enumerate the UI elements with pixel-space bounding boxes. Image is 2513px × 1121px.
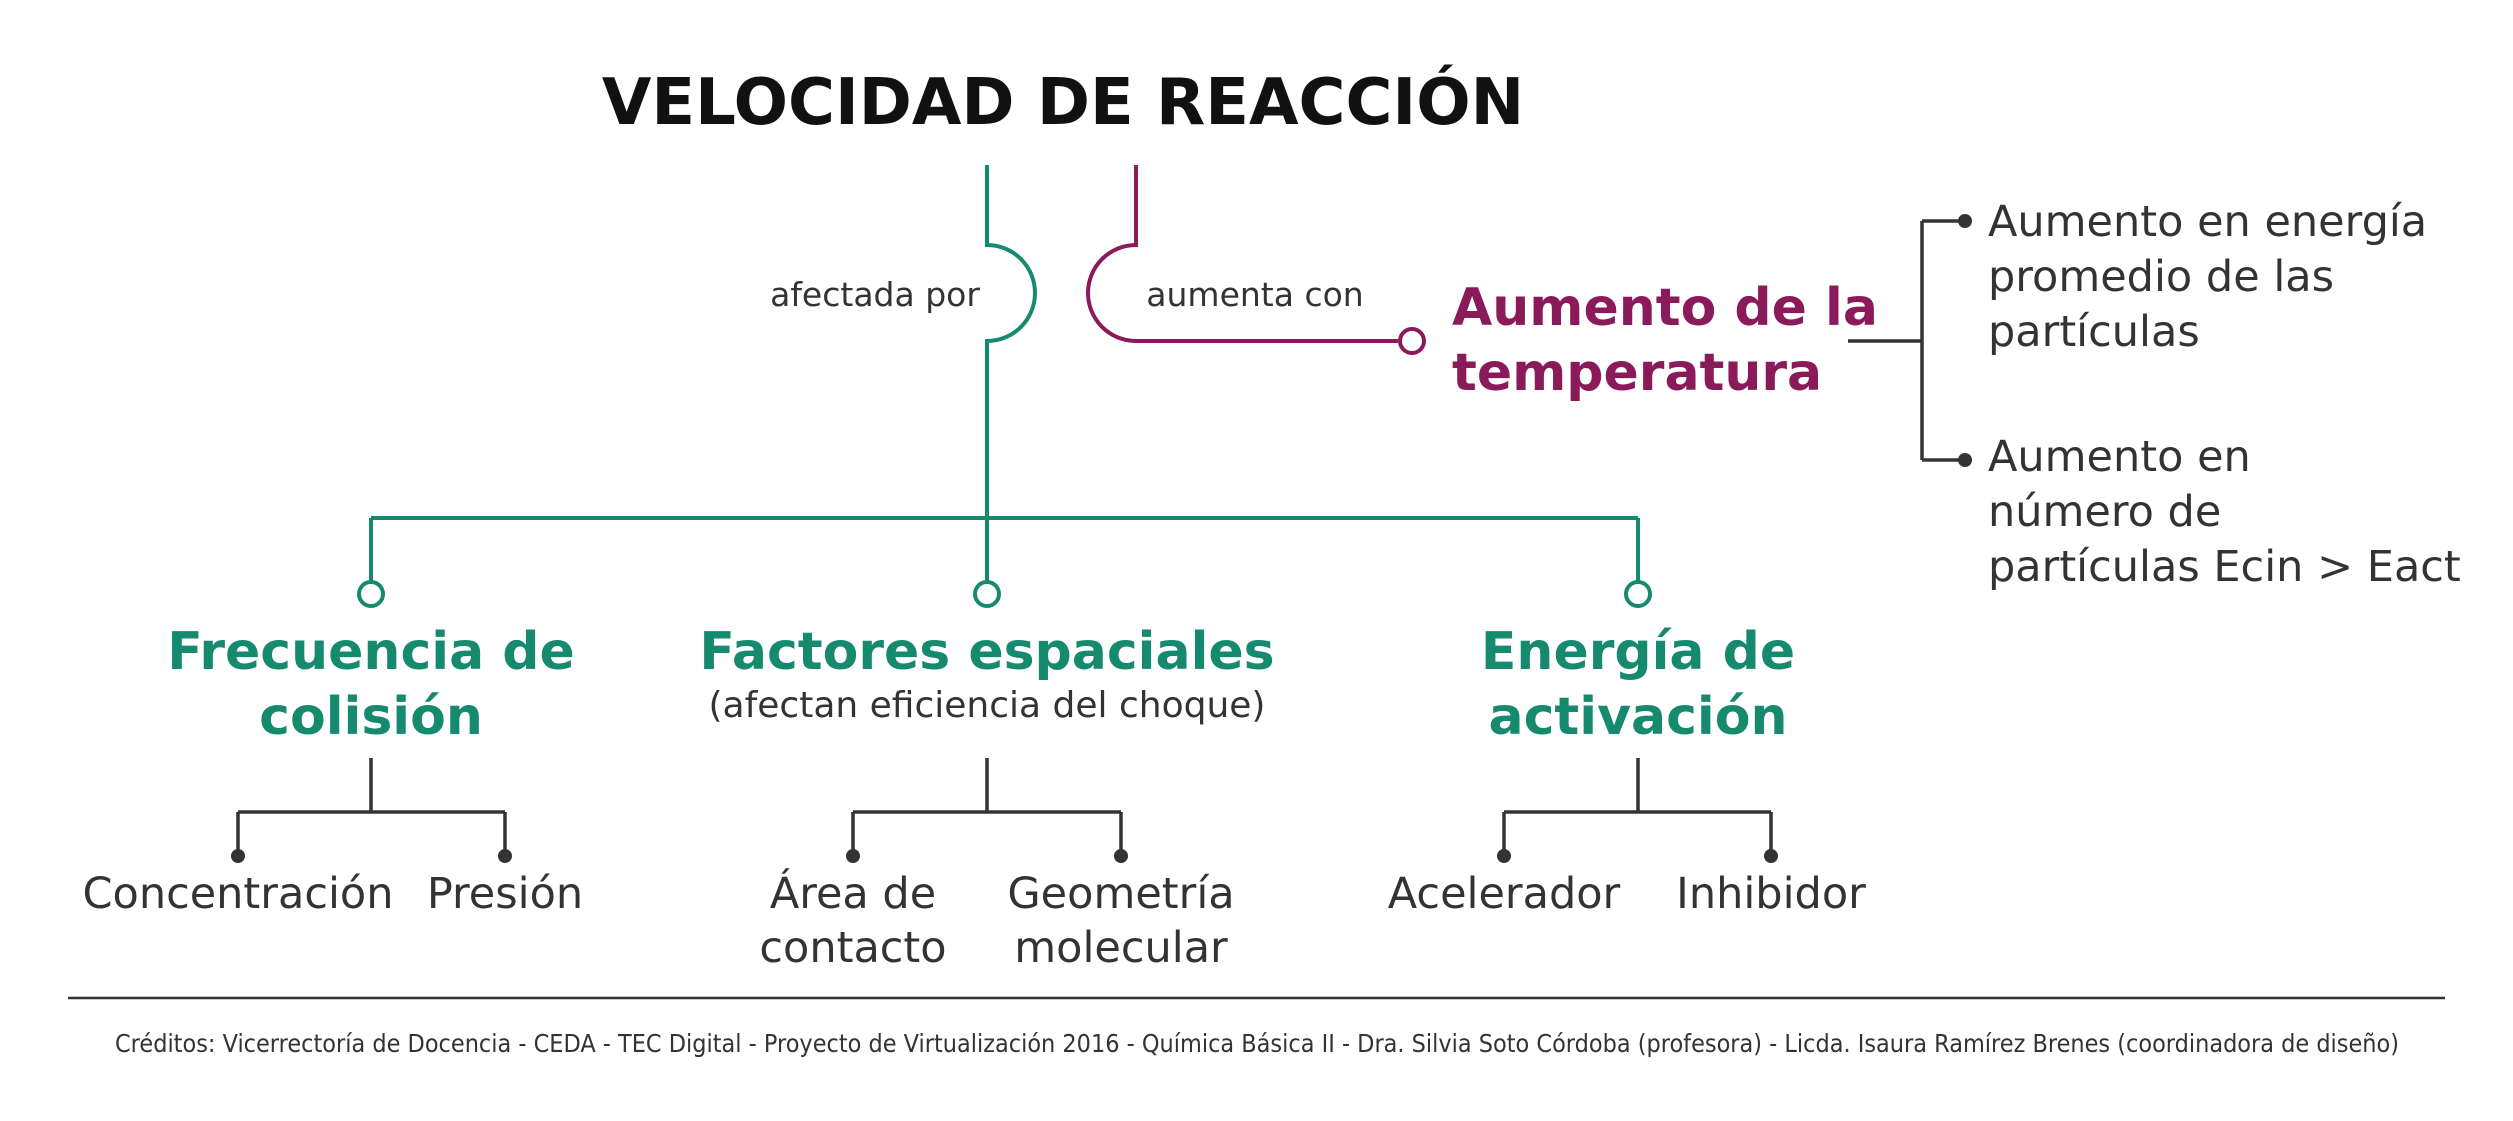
factor-2-item-1-line-1: Área de <box>770 868 936 919</box>
factor-2-node-ring <box>973 580 1001 608</box>
factor-2-item-2-line-1: Geometría <box>1007 869 1234 919</box>
factor-2-item-2-line-2: molecular <box>1014 923 1228 973</box>
temperature-effect-1-line-1: Aumento en energía <box>1988 197 2427 247</box>
factor-2-item-1-dot <box>846 849 860 863</box>
factor-2-title: Factores espaciales <box>699 622 1274 682</box>
factor-1-items-bracket <box>236 758 507 852</box>
factor-3-node-ring <box>1624 580 1652 608</box>
factor-1-item-2-dot <box>498 849 512 863</box>
factor-3-item-1-dot <box>1497 849 1511 863</box>
factor-3-title-line-1: Energía de <box>1481 622 1795 682</box>
factor-2-item-2-dot <box>1114 849 1128 863</box>
factor-2-items-bracket <box>851 758 1123 852</box>
factor-1-item-1-dot <box>231 849 245 863</box>
factors-distribution-bar <box>369 516 1640 581</box>
temperature-node-ring <box>1398 327 1426 355</box>
diagram-title: VELOCIDAD DE REACCIÓN <box>602 64 1524 140</box>
temperature-effect-2-line-3: partículas Ecin > Eact <box>1988 542 2461 592</box>
temperature-effect-2-line-2: número de <box>1988 487 2221 537</box>
temperature-effects-bracket <box>1848 219 1962 462</box>
factor-3-item-2: Inhibidor <box>1676 869 1866 919</box>
credits-text: Créditos: Vicerrectoría de Docencia - CE… <box>115 1029 2399 1058</box>
temperature-effect-2-dot <box>1958 453 1972 467</box>
affected-by-connector <box>985 165 1037 518</box>
increases-with-label: aumenta con <box>1146 275 1363 314</box>
factor-1-node-ring <box>357 580 385 608</box>
factor-1-title-line-1: Frecuencia de <box>167 622 575 682</box>
affected-by-label: afectada por <box>770 275 980 314</box>
factor-3-item-2-dot <box>1764 849 1778 863</box>
temperature-title-line-2: temperatura <box>1452 343 1822 403</box>
temperature-effect-1-line-2: promedio de las <box>1988 252 2334 302</box>
factor-3-title-line-2: activación <box>1489 687 1788 747</box>
factor-2-item-1-line-2: contacto <box>759 923 946 973</box>
temperature-effect-1-line-3: partículas <box>1988 307 2200 357</box>
factor-2-note: (afectan eficiencia del choque) <box>709 685 1266 726</box>
factor-1-item-2: Presión <box>427 869 583 919</box>
factor-1-title-line-2: colisión <box>259 687 483 747</box>
temperature-effect-1-dot <box>1958 214 1972 228</box>
temperature-effect-2-line-1: Aumento en <box>1988 432 2251 482</box>
increases-with-connector <box>1086 165 1398 343</box>
factor-3-items-bracket <box>1502 758 1773 852</box>
factor-1-item-1: Concentración <box>83 869 394 919</box>
factor-3-item-1: Acelerador <box>1388 869 1621 919</box>
temperature-title-line-1: Aumento de la <box>1452 278 1878 338</box>
